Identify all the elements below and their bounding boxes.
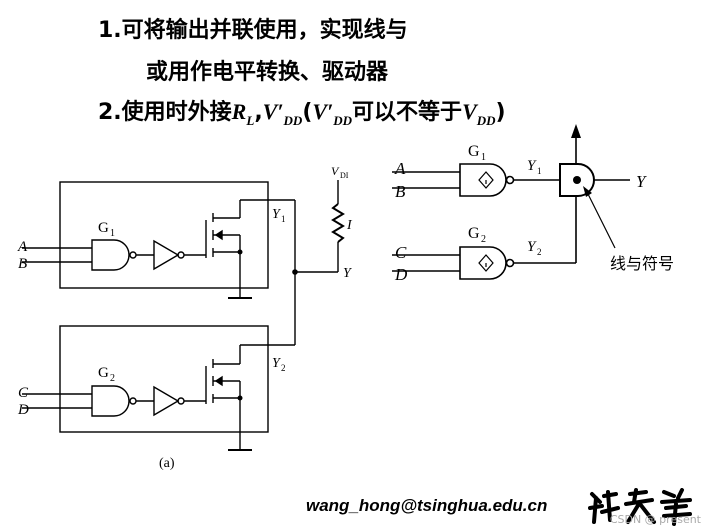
b-label-y1-sub: 1 — [537, 166, 542, 176]
b-nand-gate-g2 — [459, 246, 507, 280]
vdd-prime-subscript-2: DD — [333, 113, 353, 128]
b-label-input-b: B — [395, 182, 406, 201]
b-label-g2-sub: 2 — [481, 234, 486, 245]
b-label-y2: Y — [527, 239, 537, 255]
label-g1: G — [98, 220, 109, 236]
rl-symbol: R — [231, 99, 247, 124]
label-g2-sub: 2 — [110, 373, 115, 384]
label-vdd-sub: DI — [340, 171, 349, 180]
b-nand-gate-g1 — [459, 163, 507, 197]
mosfet-1-source-dot — [237, 249, 243, 255]
b-label-output-y: Y — [636, 172, 647, 191]
note-line-2: 或用作电平转换、驱动器 — [146, 54, 388, 86]
vdd-symbol: V — [462, 99, 477, 124]
close-paren: ) — [495, 100, 506, 125]
note-line-1-text: 1.可将输出并联使用，实现线与 — [98, 18, 408, 43]
gate-block-2-frame — [59, 325, 269, 433]
b-g1-bubble — [505, 175, 515, 185]
comma: , — [254, 100, 263, 125]
label-y2: Y — [272, 356, 282, 371]
vdd-prime-symbol: V′ — [262, 99, 284, 124]
note-line-1: 1.可将输出并联使用，实现线与 — [98, 12, 408, 44]
vdd-prime-symbol-2: V′ — [312, 99, 334, 124]
b-wired-and-dot — [573, 176, 581, 184]
b-label-g2: G — [468, 225, 480, 242]
note-line-3-prefix: 2.使用时外接 — [98, 100, 232, 125]
b-open-drain-symbol-1 — [478, 171, 494, 189]
label-input-b: B — [18, 256, 27, 272]
inverter-2 — [153, 385, 180, 417]
nand-gate-g1 — [91, 239, 130, 271]
b-wired-and-symbol — [559, 163, 595, 197]
label-input-a: A — [17, 239, 28, 255]
b-callout-line — [585, 189, 616, 249]
b-callout-arrowhead — [583, 186, 592, 197]
note-line-3: 2.使用时外接RL,V′DD(V′DD可以不等于VDD) — [98, 94, 506, 128]
b-open-drain-symbol-2 — [478, 254, 494, 272]
label-y1: Y — [272, 207, 282, 222]
caption-a: (a) — [159, 456, 175, 471]
label-g2: G — [98, 365, 109, 381]
gate-block-1-frame — [59, 181, 269, 289]
b-label-input-a: A — [394, 159, 406, 178]
b-top-arrowhead — [571, 124, 581, 138]
label-y2-sub: 2 — [281, 363, 286, 373]
not-equal-text: 可以不等于 — [352, 100, 463, 125]
label-output-y: Y — [343, 266, 353, 281]
label-y1-sub: 1 — [281, 214, 286, 224]
b-label-input-c: C — [395, 243, 407, 262]
label-input-d: D — [17, 402, 29, 418]
label-input-c: C — [18, 385, 29, 401]
tsinghua-calligraphy-logo — [588, 488, 692, 526]
vdd-prime-subscript: DD — [283, 113, 303, 128]
mosfet-2-arrow — [214, 375, 223, 387]
watermark: CSDN @ present — [609, 513, 701, 526]
vdd-subscript: DD — [476, 113, 496, 128]
b-label-wired-and-symbol: 线与符号 — [610, 254, 674, 273]
b-label-input-d: D — [394, 265, 408, 284]
b-label-y2-sub: 2 — [537, 247, 542, 257]
nand-gate-g2 — [91, 385, 130, 417]
b-g2-bubble — [505, 258, 515, 268]
mosfet-1-arrow — [214, 229, 223, 241]
inverter-1 — [153, 239, 180, 271]
author-email: wang_hong@tsinghua.edu.cn — [306, 496, 548, 515]
b-label-g1: G — [468, 143, 480, 160]
mosfet-2-source-dot — [237, 395, 243, 401]
note-line-2-text: 或用作电平转换、驱动器 — [146, 60, 389, 85]
b-label-g1-sub: 1 — [481, 152, 486, 163]
nand-g1-bubble — [129, 251, 137, 259]
b-label-y1: Y — [527, 158, 537, 174]
bus-junction-dot — [292, 269, 298, 275]
label-vdd: V — [331, 164, 340, 178]
label-resistor: I — [346, 218, 353, 233]
nand-g2-bubble — [129, 397, 137, 405]
rl-subscript: L — [246, 113, 255, 128]
open-paren: ( — [302, 100, 313, 125]
label-g1-sub: 1 — [110, 228, 115, 239]
pull-up-resistor — [331, 203, 345, 243]
